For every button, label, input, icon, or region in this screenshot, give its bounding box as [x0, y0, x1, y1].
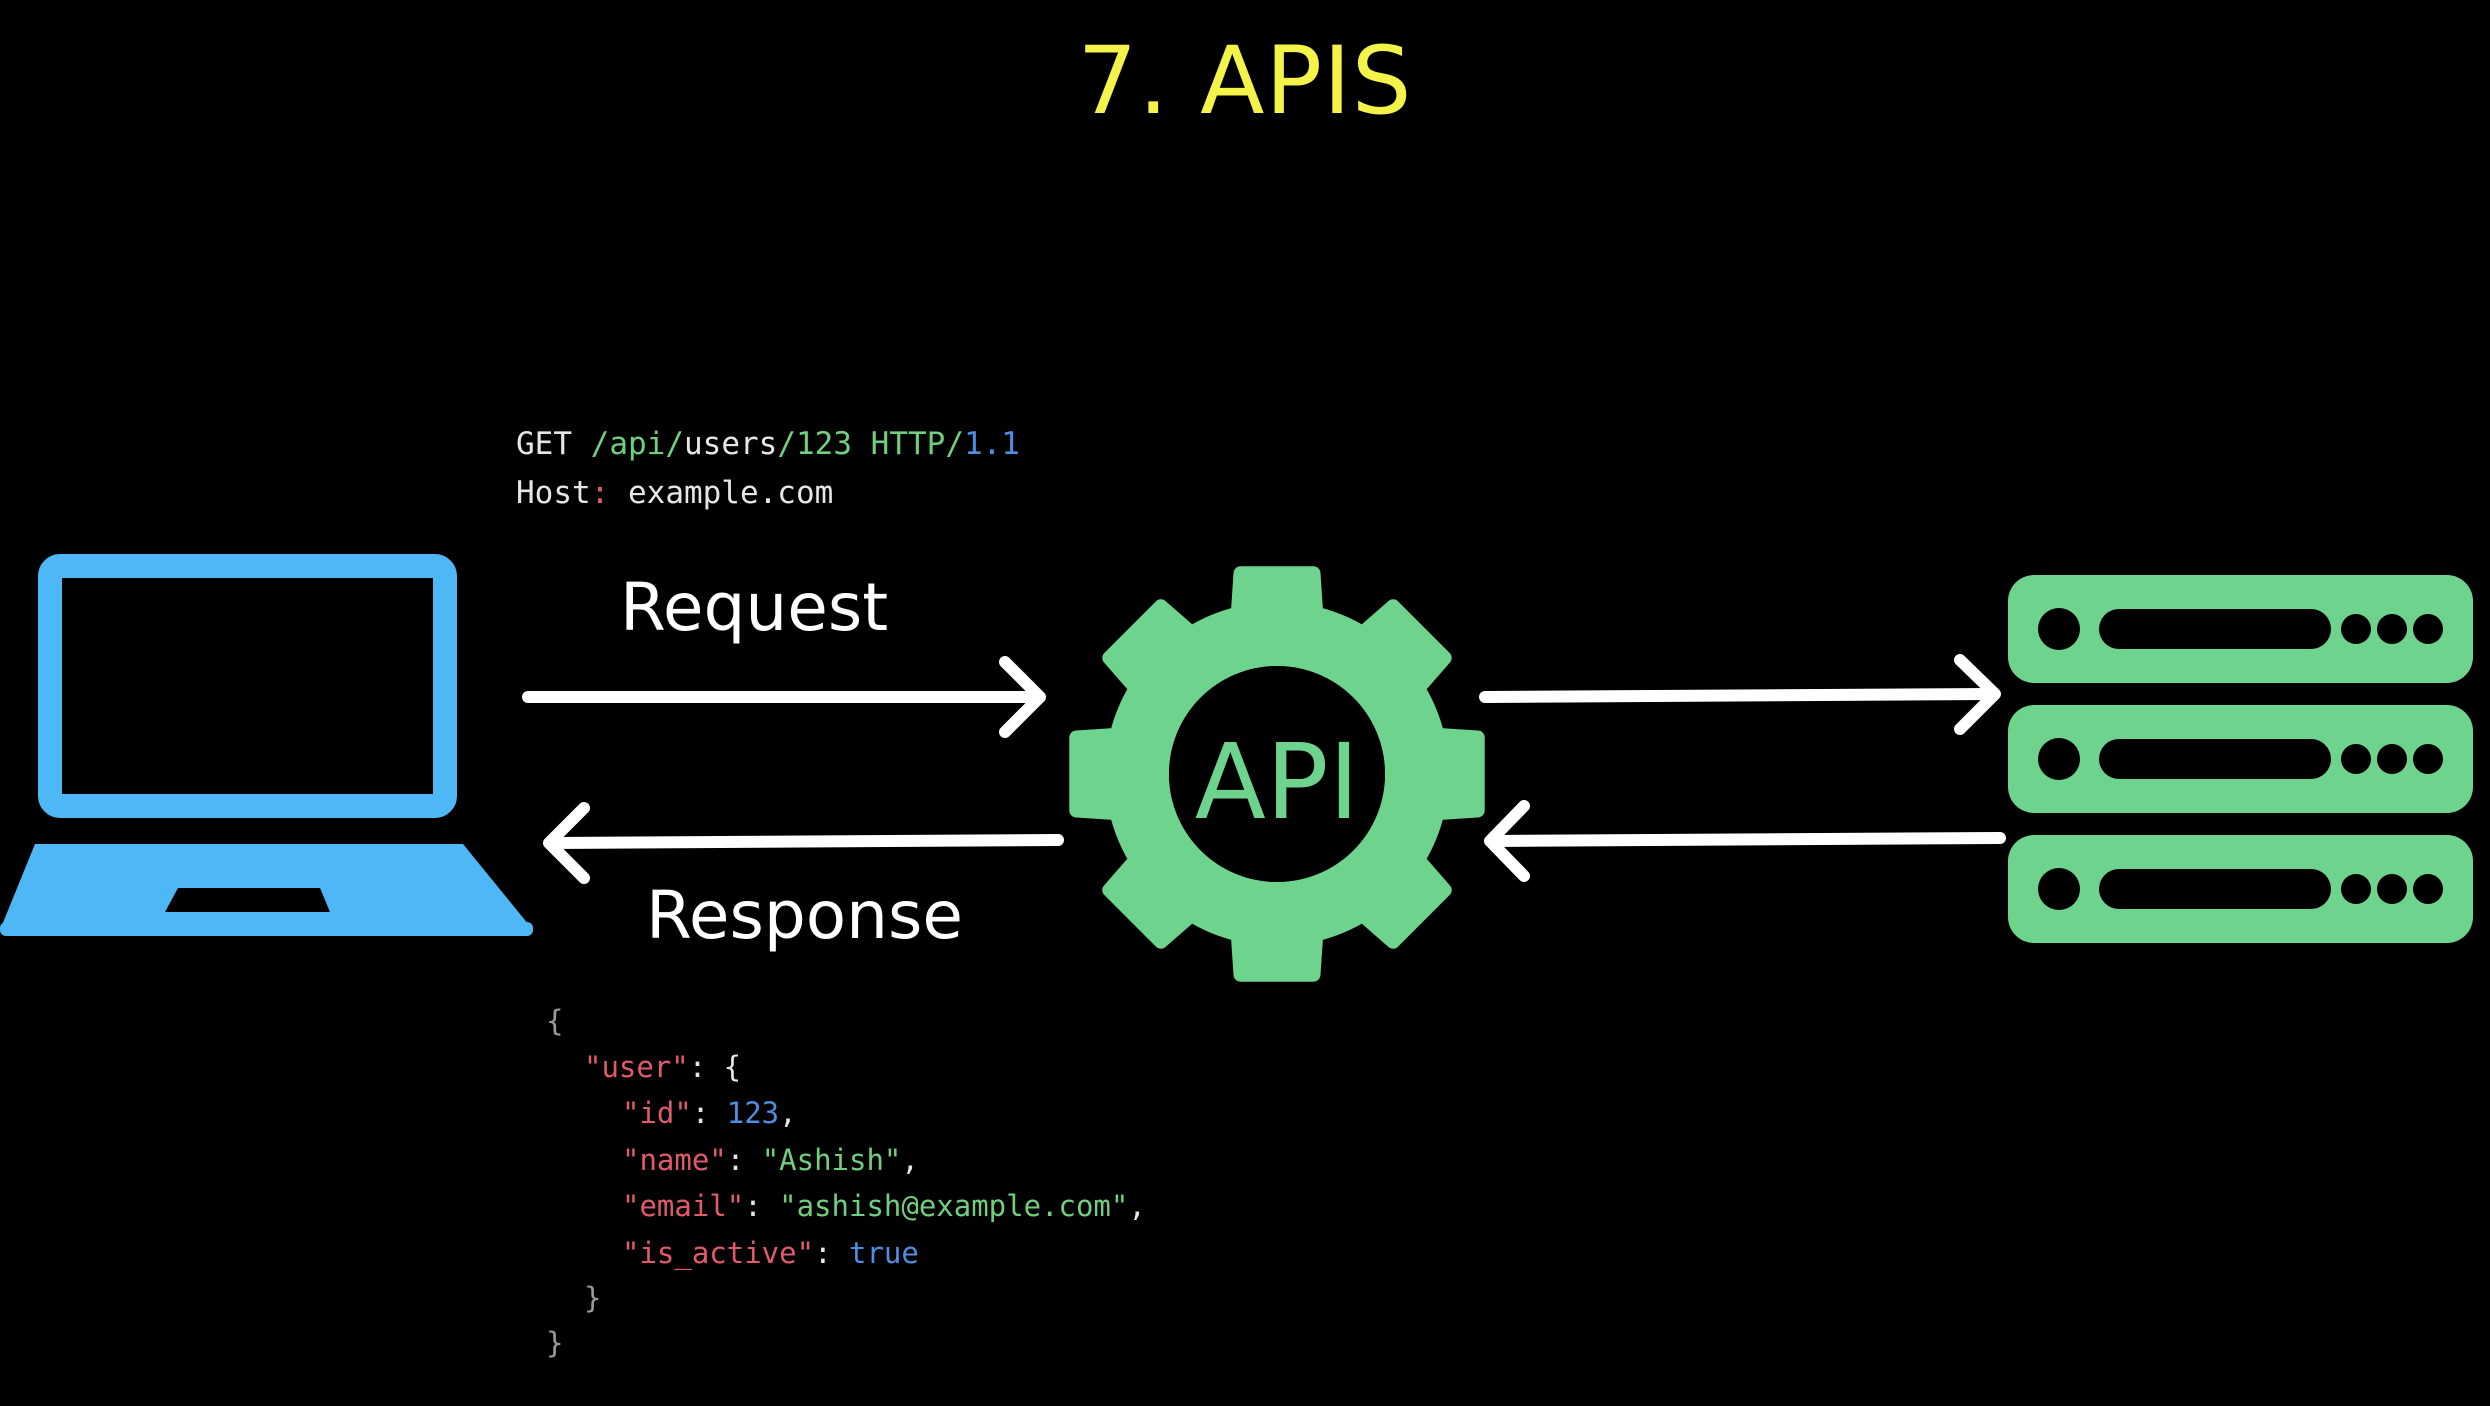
json-line-id: "id": 123,	[622, 1096, 797, 1130]
json-key-user: "user"	[584, 1050, 689, 1084]
json-id-comma: ,	[779, 1096, 797, 1130]
request-label: Request	[620, 569, 889, 646]
json-line-name: "name": "Ashish",	[622, 1143, 919, 1177]
request-path-start: /api/	[590, 426, 684, 462]
json-response-code: { "user": { "id": 123, "name": "Ashish",…	[546, 1004, 1146, 1360]
request-line: GET /api/users/123 HTTP/1.1	[516, 426, 1020, 462]
json-key-email: "email"	[622, 1189, 745, 1223]
http-request-code: GET /api/users/123 HTTP/1.1 Host: exampl…	[516, 426, 1020, 534]
gear-body	[1069, 566, 1485, 982]
server-unit	[2008, 835, 2473, 943]
json-id-sep: :	[691, 1096, 727, 1130]
json-line-open: {	[546, 1004, 563, 1038]
host-key: Host	[516, 475, 591, 511]
response-label: Response	[646, 877, 963, 954]
server-rack-icon	[2008, 575, 2473, 943]
request-path-mid: users	[684, 426, 778, 462]
json-inner-close: }	[584, 1281, 602, 1315]
json-outer-close: }	[546, 1326, 564, 1360]
json-email-comma: ,	[1128, 1189, 1146, 1223]
json-name-sep: :	[726, 1143, 762, 1177]
protocol-slash: /	[945, 426, 964, 462]
request-arrow	[522, 656, 1046, 738]
json-value-email: "ashish@example.com"	[779, 1189, 1129, 1223]
json-user-sep: : {	[688, 1050, 742, 1084]
json-value-name: "Ashish"	[761, 1143, 902, 1177]
request-path-end: /123	[777, 426, 852, 462]
json-key-id: "id"	[622, 1096, 692, 1130]
http-version: 1.1	[963, 426, 1020, 462]
json-key-name: "name"	[622, 1143, 727, 1177]
http-method: GET	[516, 426, 572, 462]
gear-label: API	[1195, 721, 1360, 843]
json-line-user: "user": {	[584, 1050, 741, 1084]
json-line-outer-close: }	[546, 1326, 563, 1360]
response-arrow	[543, 802, 1064, 884]
host-value: example.com	[609, 475, 834, 511]
laptop-icon	[0, 554, 533, 936]
json-key-is-active: "is_active"	[622, 1236, 815, 1270]
slide-title: 7. APIS	[1077, 27, 1413, 136]
host-line: Host: example.com	[516, 475, 833, 511]
http-protocol: HTTP	[870, 426, 946, 462]
json-email-sep: :	[744, 1189, 780, 1223]
api-to-server-arrow	[1479, 654, 2001, 735]
json-name-comma: ,	[901, 1143, 919, 1177]
server-to-api-arrow	[1484, 800, 2006, 882]
server-unit	[2008, 705, 2473, 813]
server-unit	[2008, 575, 2473, 683]
json-line-active: "is_active": true	[622, 1236, 919, 1270]
json-value-is-active: true	[848, 1236, 919, 1270]
host-colon: :	[590, 475, 610, 511]
json-open-brace: {	[546, 1004, 564, 1038]
json-line-inner-close: }	[584, 1281, 601, 1315]
gear-hole	[1169, 666, 1385, 882]
json-value-id: 123	[726, 1096, 780, 1130]
json-active-sep: :	[814, 1236, 849, 1270]
gear-icon	[1069, 566, 1485, 982]
json-line-email: "email": "ashish@example.com",	[622, 1189, 1146, 1223]
